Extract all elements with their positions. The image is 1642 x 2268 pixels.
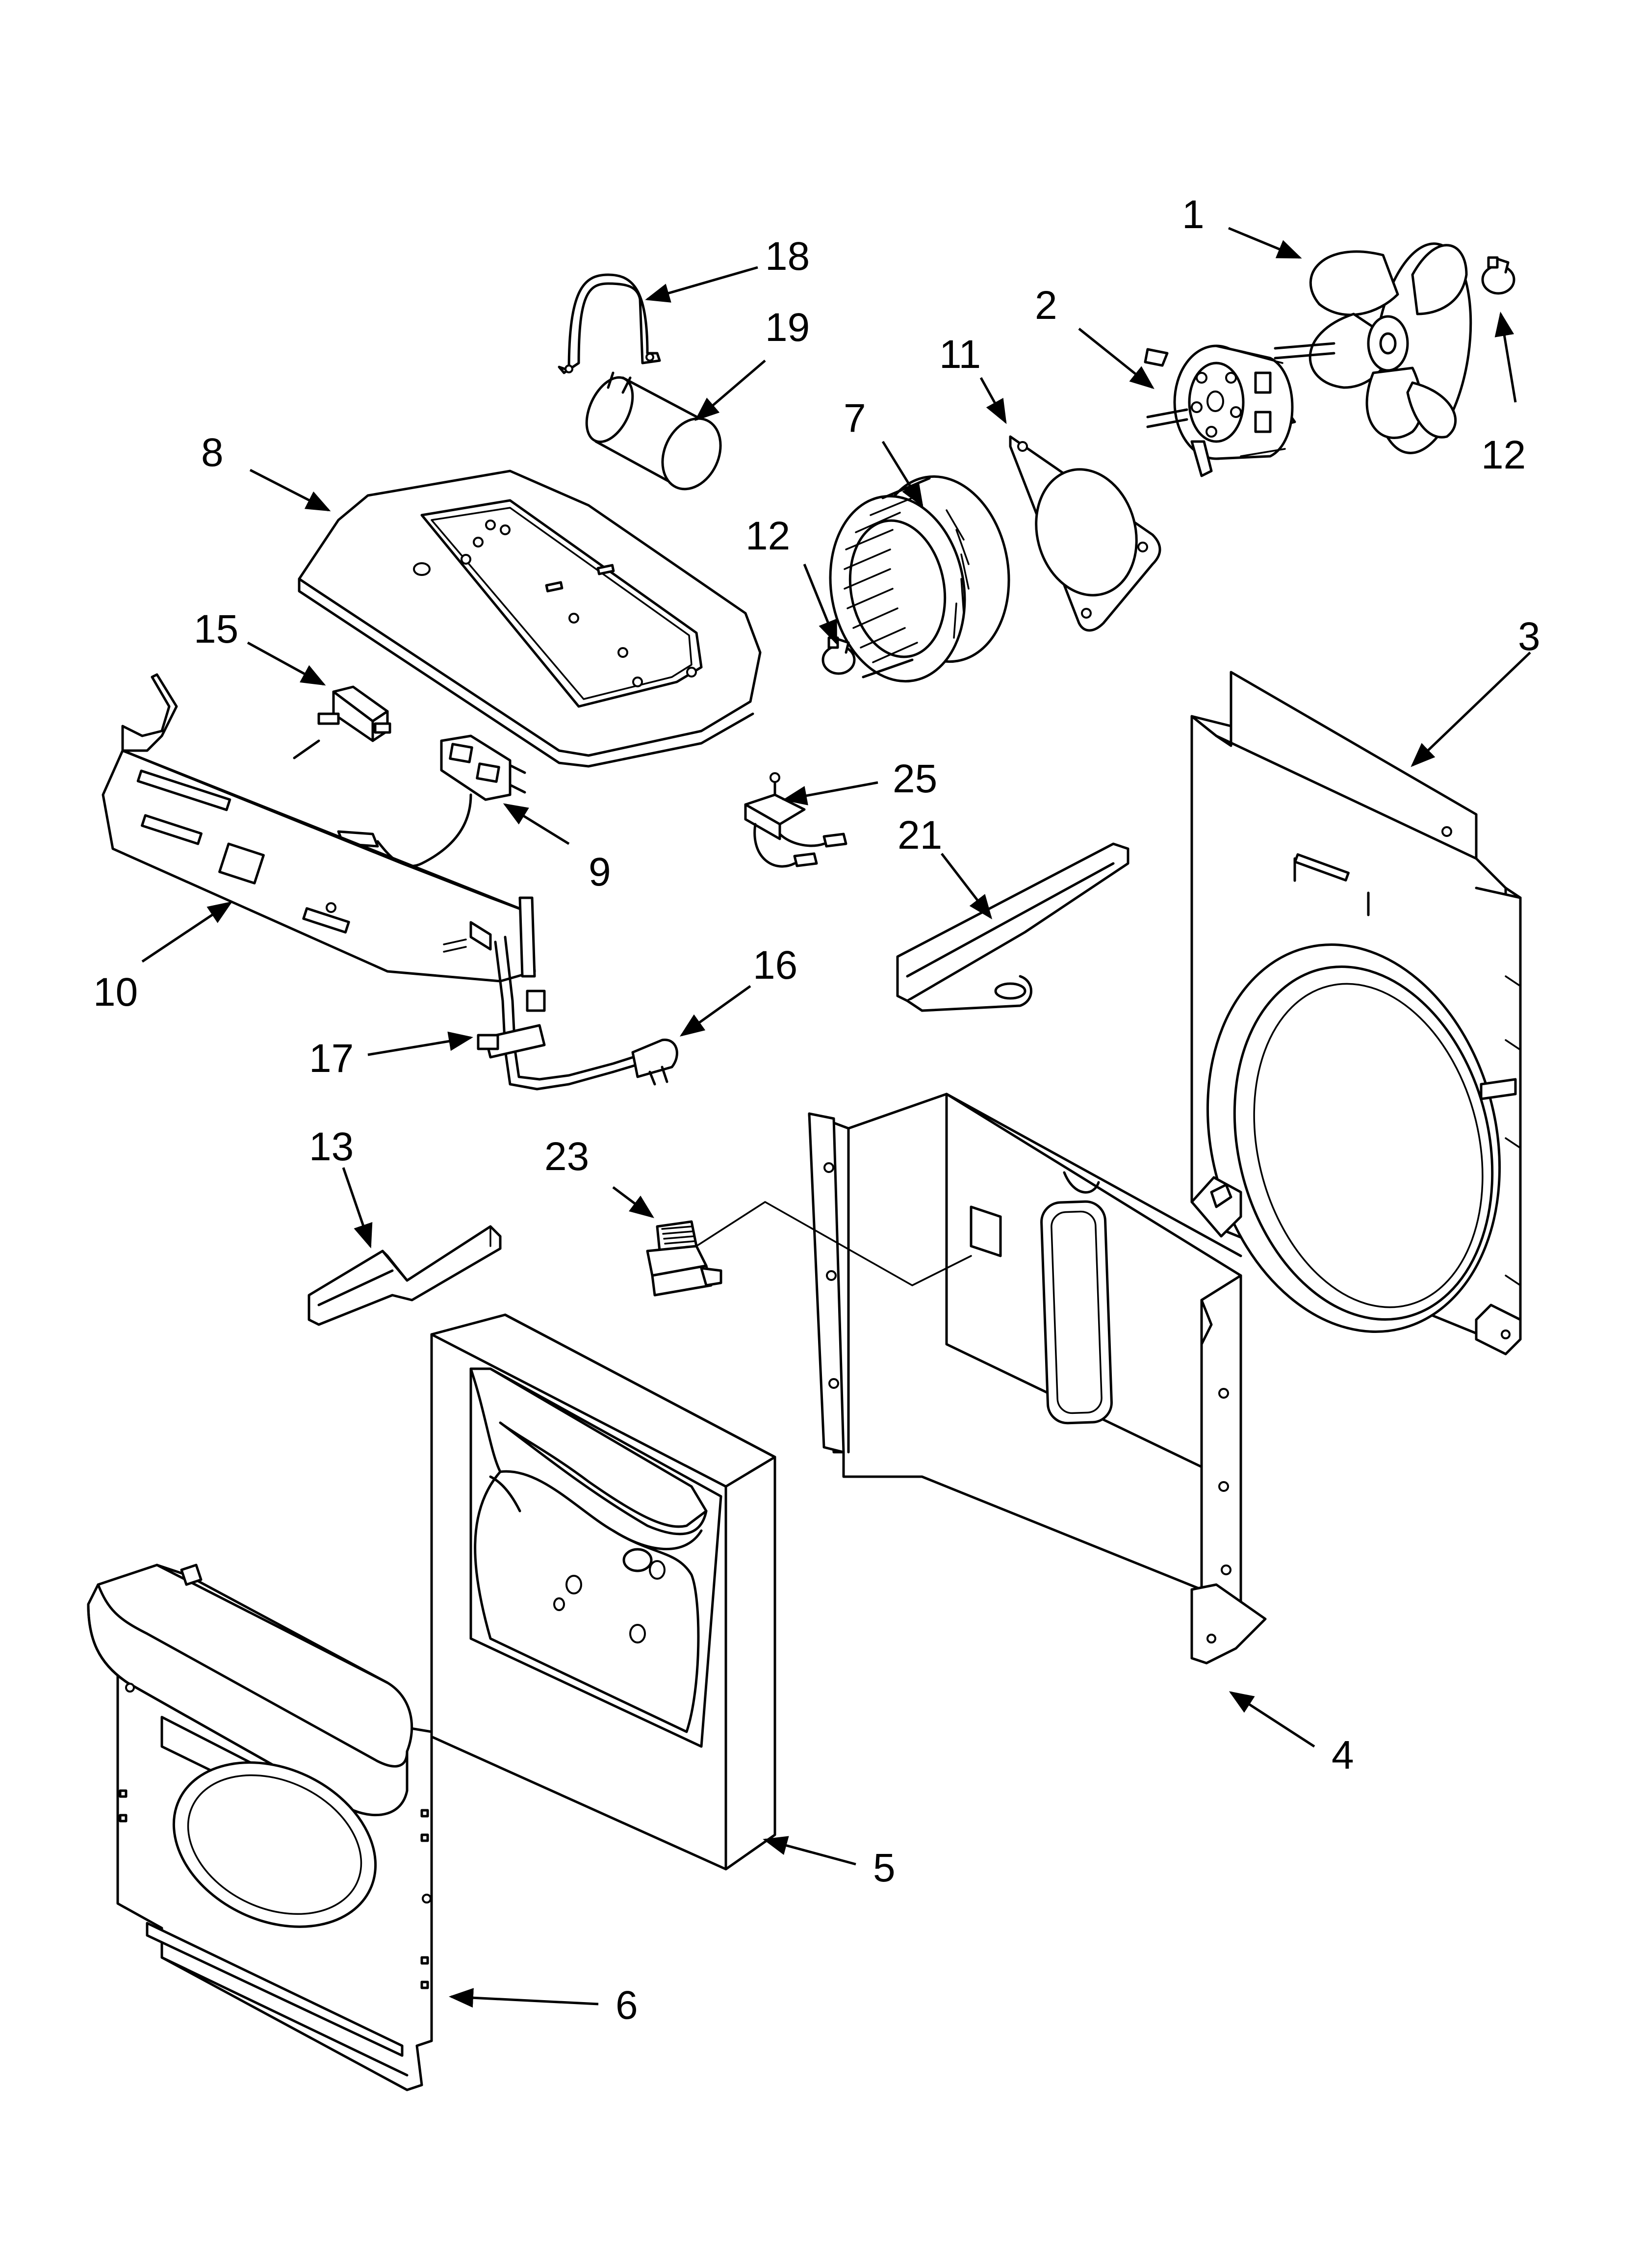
callout-25: 25 (893, 756, 937, 801)
callout-numbers: 1 2 3 4 5 6 7 8 9 10 11 12 12 13 15 16 1… (93, 192, 1540, 2028)
callout-8: 8 (201, 430, 224, 475)
part-25-sensor (744, 772, 847, 868)
part-8-top-panel (298, 469, 762, 768)
part-12-clamp-top (1481, 256, 1515, 295)
part-10-control-bracket (102, 673, 536, 983)
callout-11: 11 (939, 332, 981, 377)
part-15-switch (293, 685, 391, 759)
part-21-trough (896, 842, 1129, 1012)
part-9-control (337, 734, 526, 867)
callout-16: 16 (753, 943, 797, 988)
leader-lines (141, 227, 1531, 2008)
callout-7: 7 (844, 396, 866, 441)
part-4-rear-shroud (808, 1093, 1267, 1665)
callout-19: 19 (765, 305, 810, 350)
part-3-front-panel (1190, 671, 1522, 1356)
callout-21: 21 (898, 813, 942, 858)
part-11-mount-plate (1009, 435, 1161, 632)
callout-17: 17 (309, 1036, 354, 1081)
callout-12-top: 12 (1481, 433, 1526, 477)
part-17-cord-clip (477, 990, 546, 1059)
callout-13: 13 (309, 1124, 354, 1169)
part-1-fan-blade (1308, 242, 1472, 454)
callout-6: 6 (616, 1983, 638, 2028)
part-13-mounting-strip (308, 1225, 502, 1326)
callout-15: 15 (194, 607, 238, 652)
part-18-capacitor-strap (558, 273, 661, 374)
callout-18: 18 (765, 234, 810, 279)
callout-10: 10 (93, 970, 138, 1015)
callout-3: 3 (1518, 614, 1540, 659)
callout-12-middle: 12 (745, 514, 790, 558)
part-6-front-frame (87, 1564, 433, 2091)
part-19-capacitor (585, 371, 722, 491)
callout-1: 1 (1182, 192, 1205, 237)
callout-4: 4 (1332, 1733, 1354, 1777)
part-23-grille-clip (646, 1220, 722, 1297)
part-2-motor (1144, 342, 1335, 477)
part-5-condenser-box (430, 1313, 776, 1871)
callout-9: 9 (589, 850, 611, 894)
part-23-wire (695, 1201, 972, 1286)
callout-23: 23 (544, 1134, 589, 1179)
part-16-power-cord (494, 936, 678, 1091)
part-7-blower-wheel (829, 475, 1010, 683)
callout-5: 5 (873, 1846, 896, 1890)
callout-2: 2 (1035, 283, 1057, 328)
